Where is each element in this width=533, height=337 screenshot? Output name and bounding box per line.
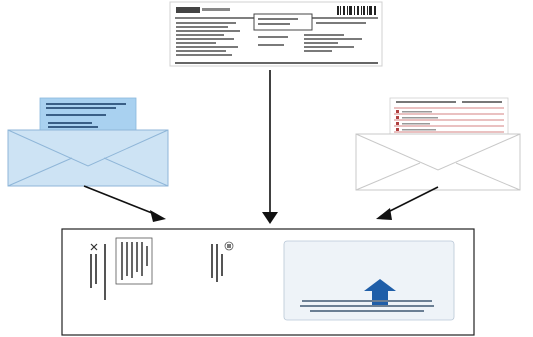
left-envelope — [7, 97, 169, 187]
right-arrow-head — [376, 208, 392, 220]
mailer-crest-icon — [224, 241, 234, 251]
barcode-icon — [337, 6, 376, 15]
flow-arrows — [83, 70, 439, 224]
postal-mark-icon — [90, 243, 98, 251]
doc-address-box — [253, 13, 313, 31]
left-arrow-head — [150, 210, 166, 222]
top-document — [169, 1, 383, 67]
mailer-panel — [283, 240, 455, 321]
return-mailer — [61, 228, 475, 336]
doc-logo-block — [176, 7, 200, 13]
right-arrow — [383, 186, 439, 215]
right-envelope — [355, 97, 521, 191]
left-arrow — [83, 185, 158, 216]
mailer-arrow-icon — [364, 279, 396, 305]
center-arrow-head — [262, 212, 278, 224]
